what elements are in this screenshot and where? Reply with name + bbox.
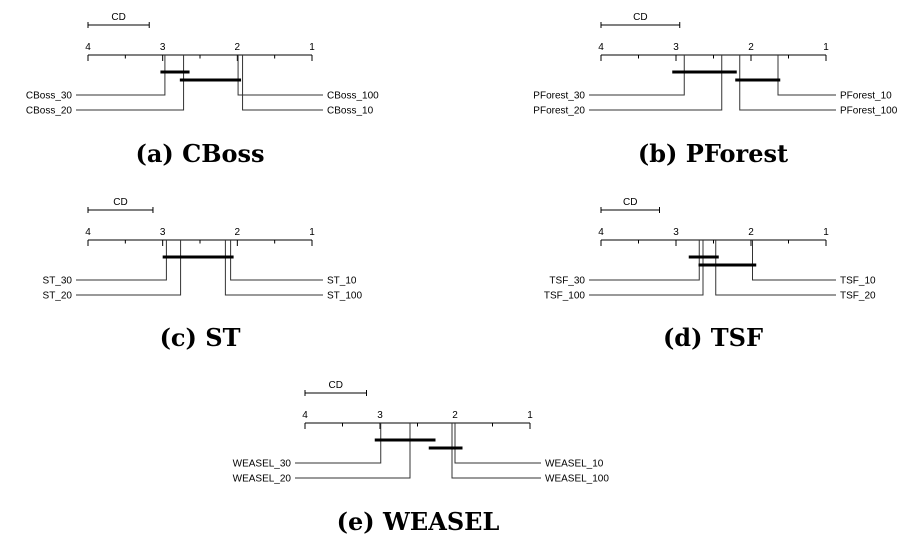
- method-connector: [295, 423, 382, 464]
- method-connector: [451, 423, 541, 479]
- method-label: ST_100: [327, 291, 362, 302]
- method-label: CBoss_20: [26, 106, 73, 117]
- method-label: PForest_10: [840, 91, 892, 102]
- method-connector: [76, 240, 167, 281]
- axis-tick-label: 1: [309, 227, 315, 238]
- method-label: WEASEL_10: [545, 459, 604, 470]
- axis-tick-label: 1: [823, 227, 829, 238]
- method-label: CBoss_30: [26, 91, 73, 102]
- panel-caption: (c) ST: [160, 323, 241, 352]
- axis-tick-label: 4: [302, 410, 308, 421]
- method-connector: [76, 55, 185, 111]
- method-label: PForest_30: [533, 91, 585, 102]
- cd-label: CD: [111, 12, 125, 23]
- axis-tick-label: 2: [235, 227, 241, 238]
- axis-tick-label: 3: [673, 42, 679, 53]
- axis-tick-label: 4: [598, 42, 604, 53]
- axis-tick-label: 3: [673, 227, 679, 238]
- axis-tick-label: 4: [85, 42, 91, 53]
- method-label: PForest_100: [840, 106, 898, 117]
- method-label: TSF_20: [840, 291, 876, 302]
- axis-tick-label: 2: [235, 42, 241, 53]
- method-connector: [589, 55, 723, 111]
- method-connector: [76, 240, 182, 296]
- axis-tick-label: 2: [452, 410, 458, 421]
- panel-caption: (e) WEASEL: [337, 507, 500, 536]
- axis-tick-label: 1: [309, 42, 315, 53]
- method-connector: [76, 55, 166, 96]
- method-label: TSF_100: [544, 291, 586, 302]
- method-label: ST_20: [43, 291, 73, 302]
- method-connector: [224, 240, 323, 296]
- cd-label: CD: [329, 380, 343, 391]
- method-connector: [715, 240, 836, 296]
- method-label: CBoss_100: [327, 91, 379, 102]
- panel-caption: (d) TSF: [663, 323, 763, 352]
- axis-tick-label: 3: [160, 42, 166, 53]
- panel-caption: (b) PForest: [638, 139, 788, 168]
- cd-label: CD: [113, 197, 127, 208]
- axis-tick-label: 2: [748, 227, 754, 238]
- method-label: PForest_20: [533, 106, 585, 117]
- axis-tick-label: 4: [598, 227, 604, 238]
- cd-label: CD: [633, 12, 647, 23]
- axis-tick-label: 4: [85, 227, 91, 238]
- method-label: TSF_30: [549, 276, 585, 287]
- axis-tick-label: 2: [748, 42, 754, 53]
- axis-tick-label: 1: [527, 410, 533, 421]
- method-connector: [777, 55, 836, 96]
- method-connector: [752, 240, 836, 281]
- panel-caption: (a) CBoss: [135, 139, 264, 168]
- method-connector: [739, 55, 836, 111]
- method-connector: [589, 240, 700, 281]
- method-label: WEASEL_20: [233, 474, 292, 485]
- method-connector: [589, 240, 704, 296]
- method-label: CBoss_10: [327, 106, 374, 117]
- method-connector: [242, 55, 323, 111]
- method-label: WEASEL_30: [233, 459, 292, 470]
- method-label: TSF_10: [840, 276, 876, 287]
- method-connector: [454, 423, 541, 464]
- axis-tick-label: 1: [823, 42, 829, 53]
- method-connector: [237, 55, 323, 96]
- axis-tick-label: 3: [160, 227, 166, 238]
- cd-label: CD: [623, 197, 637, 208]
- axis-tick-label: 3: [377, 410, 383, 421]
- method-label: ST_30: [43, 276, 73, 287]
- method-label: WEASEL_100: [545, 474, 609, 485]
- method-label: ST_10: [327, 276, 357, 287]
- method-connector: [589, 55, 685, 96]
- method-connector: [230, 240, 323, 281]
- method-connector: [295, 423, 411, 479]
